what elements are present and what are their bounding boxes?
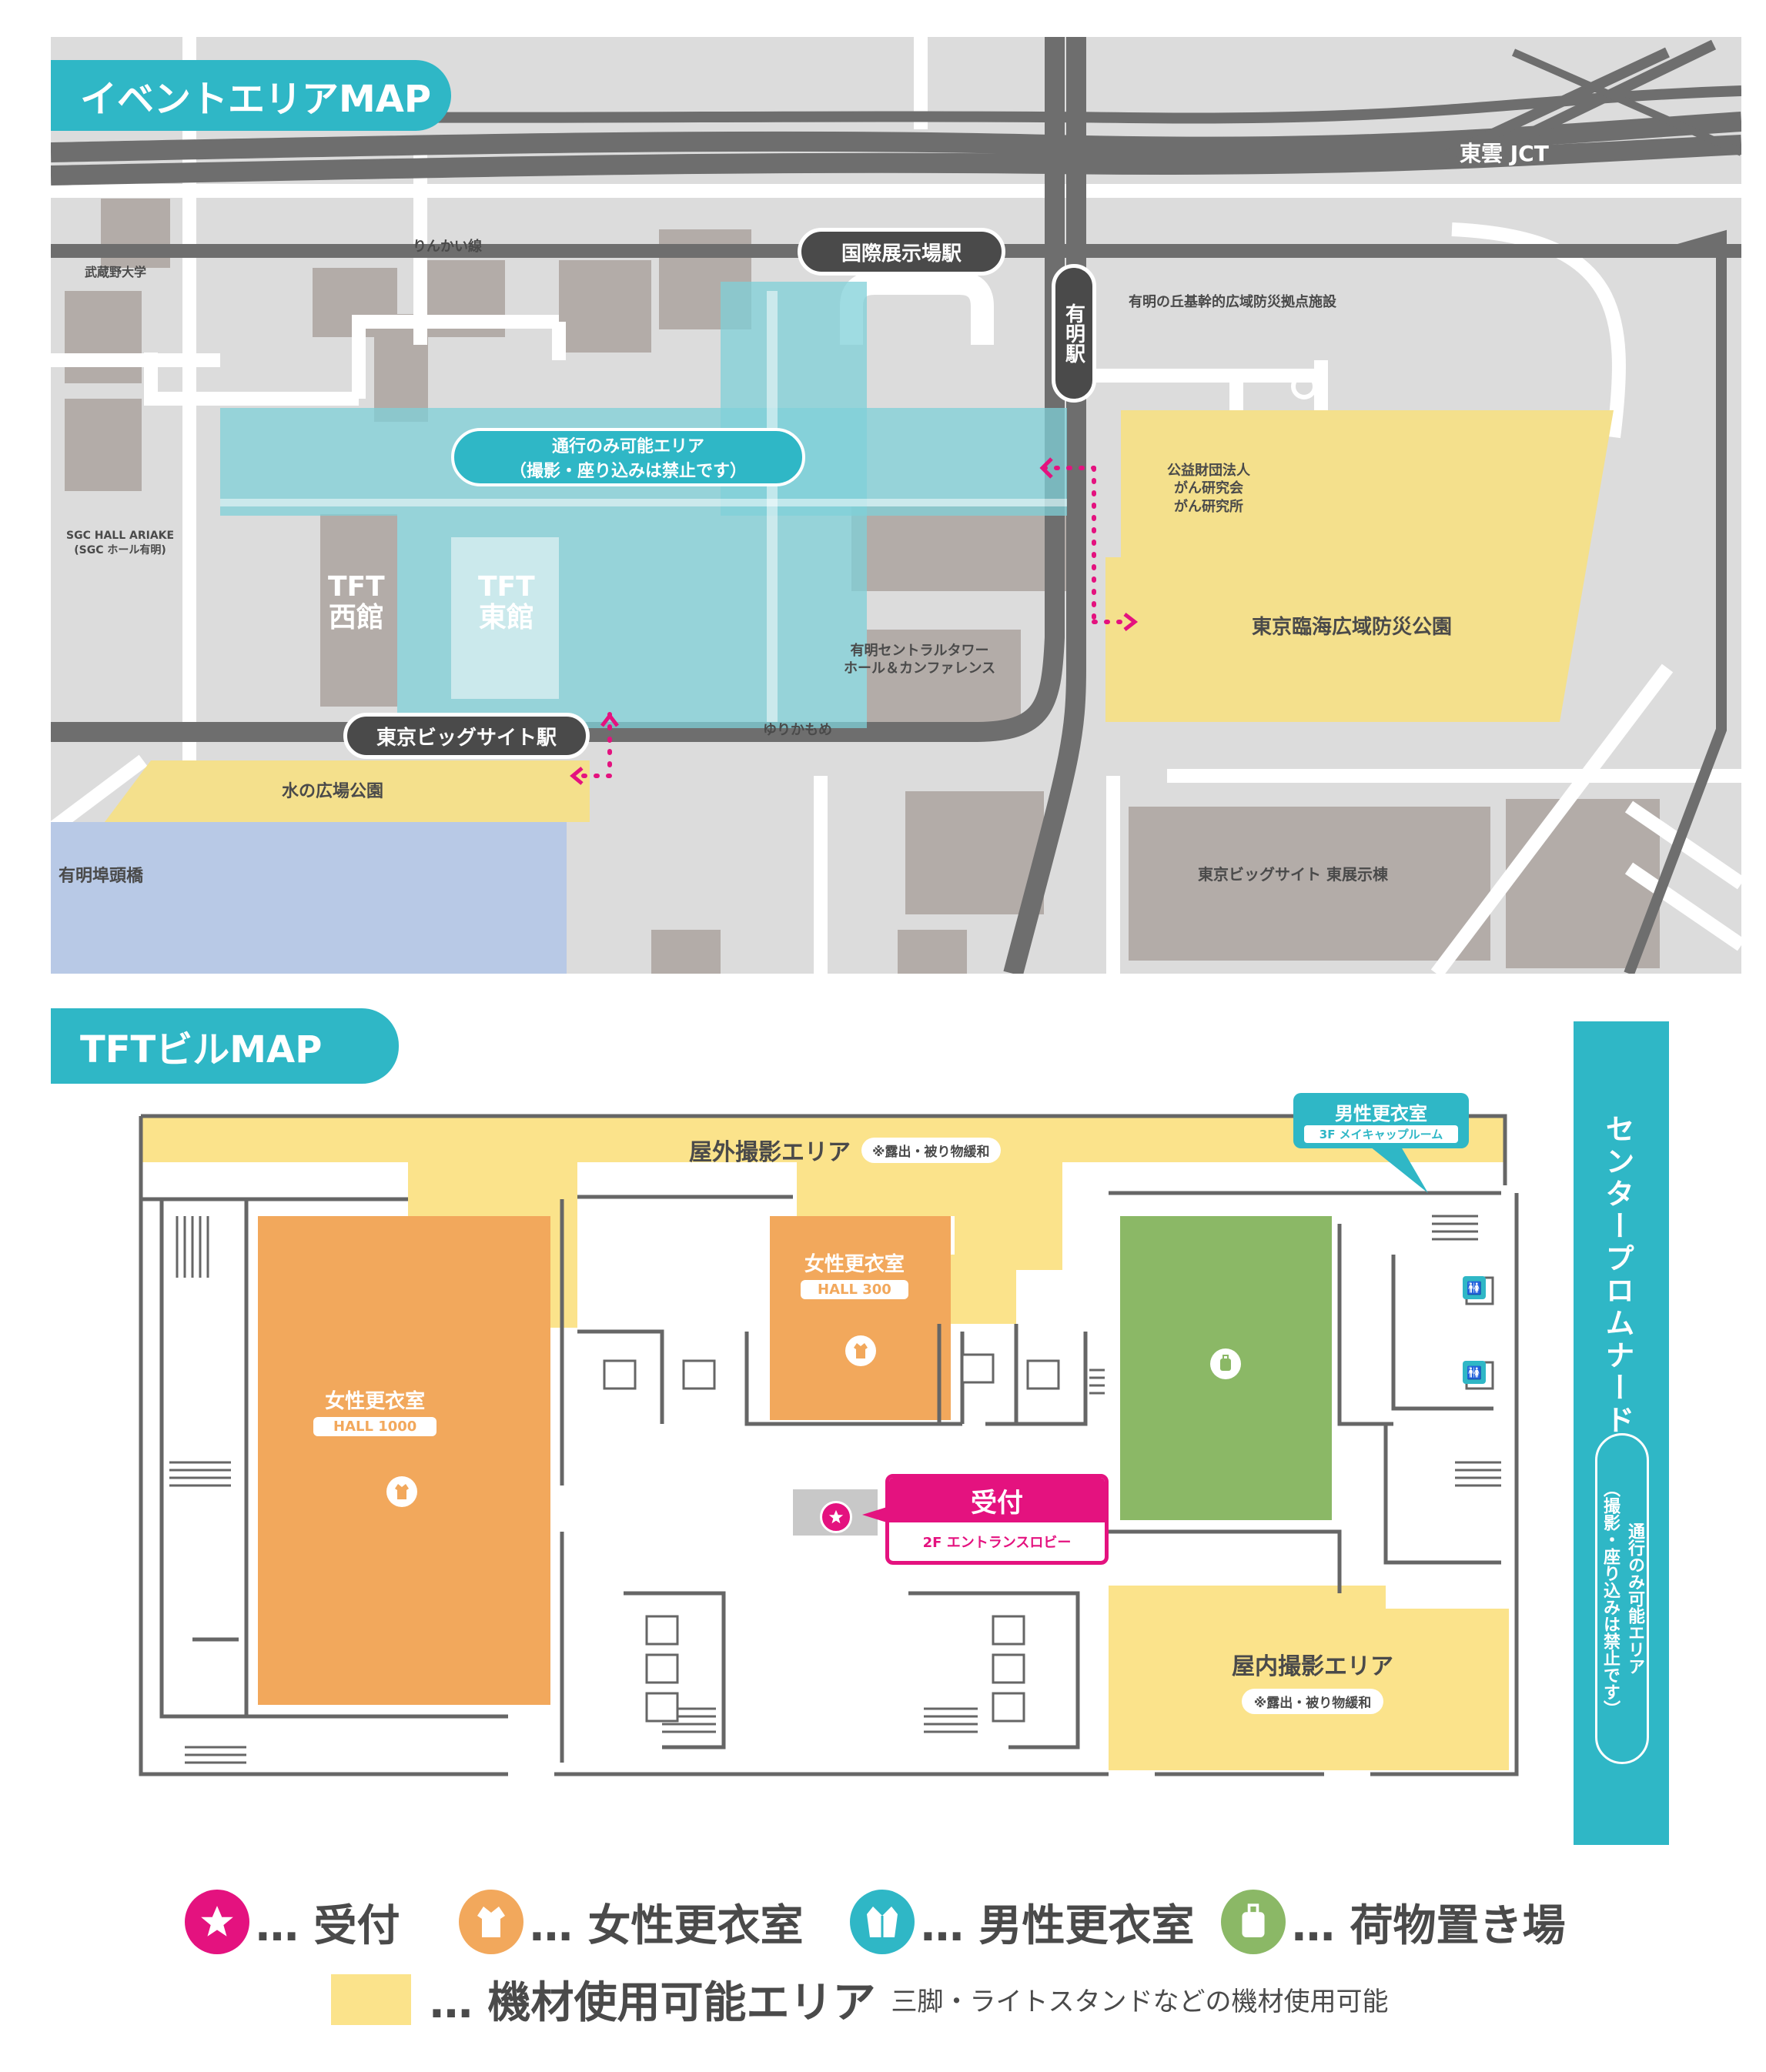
promenade-label: センタープロムナード <box>1600 1114 1634 1437</box>
reception-tag[interactable]: 受付 2F エントランスロビー <box>885 1474 1109 1565</box>
indoor-area: 屋内撮影エリア ※露出・被り物緩和 <box>1232 1647 1393 1714</box>
outdoor-area-label: 屋外撮影エリア <box>689 1139 851 1166</box>
legend-luggage: … 荷物置き場 <box>1221 1890 1566 1954</box>
hall300-sub: HALL 300 <box>801 1280 908 1299</box>
mens-room-title: 男性更衣室 <box>1335 1103 1427 1125</box>
hall1000-title: 女性更衣室 <box>325 1390 426 1413</box>
legend-equipment-area: … 機材使用可能エリア 三脚・ライトスタンドなどの機材使用可能 <box>331 1968 1389 2030</box>
star-icon <box>185 1890 249 1954</box>
toilet-icon: 🚻 <box>1463 1361 1486 1384</box>
ariake-station-label[interactable]: 有明駅 <box>1052 264 1096 403</box>
passage-area-line2: （撮影・座り込みは禁止です） <box>509 462 747 481</box>
rinkai-line-label: りんかい線 <box>413 239 482 255</box>
mens-room-tag[interactable]: 男性更衣室 3F メイキャップルーム <box>1293 1093 1469 1148</box>
legend-mens-room: … 男性更衣室 <box>850 1890 1195 1954</box>
hall300-title: 女性更衣室 <box>804 1253 905 1276</box>
ariake-pier-label: 有明埠頭橋 <box>59 867 144 886</box>
event-area-map: 東雲 JCT りんかい線 国際展示場駅 有明駅 武蔵野大学 有明の丘基幹的広域防… <box>51 37 1741 974</box>
passage-area-label: 通行のみ可能エリア （撮影・座り込みは禁止です） <box>451 428 805 486</box>
promenade-note: 通行のみ可能エリア （撮影・座り込みは禁止です） <box>1595 1433 1649 1764</box>
reception-sub: 2F エントランスロビー <box>922 1535 1072 1551</box>
toilet-icon: 🚻 <box>1463 1276 1486 1299</box>
event-map-title: イベントエリアMAP <box>51 60 451 131</box>
legend-equipment-note: 三脚・ライトスタンドなどの機材使用可能 <box>891 1987 1389 2017</box>
mens-room-pointer <box>1370 1147 1428 1193</box>
legend-womens-room: … 女性更衣室 <box>459 1890 804 1954</box>
hall1000-dress-icon <box>386 1476 417 1507</box>
reception-pointer <box>862 1507 887 1522</box>
equipment-area-swatch <box>331 1973 411 2025</box>
tft-west-label: TFT 西館 <box>328 571 385 633</box>
passage-area-line1: 通行のみ可能エリア <box>551 437 704 456</box>
kokusai-station-label[interactable]: 国際展示場駅 <box>798 228 1005 276</box>
yurikamome-label: ゆりかもめ <box>763 722 832 738</box>
hall300-womens-room[interactable]: 女性更衣室 HALL 300 <box>801 1248 908 1299</box>
legend-mens-label: … 男性更衣室 <box>921 1900 1195 1951</box>
promenade-note-line1: 通行のみ可能エリア <box>1625 1522 1644 1675</box>
luggage-area-icon <box>1210 1348 1241 1379</box>
tft-east-label: TFT 東館 <box>478 571 535 633</box>
cancer-institute-label: 公益財団法人 がん研究会 がん研究所 <box>1167 463 1250 515</box>
mizu-park-label: 水の広場公園 <box>282 782 384 801</box>
musashino-univ-label: 武蔵野大学 <box>85 265 147 279</box>
reception-title: 受付 <box>889 1478 1105 1522</box>
promenade-note-line2: （撮影・座り込みは禁止です） <box>1600 1480 1620 1717</box>
sgc-hall-label: SGC HALL ARIAKE (SGC ホール有明) <box>66 530 175 556</box>
central-tower-label: 有明セントラルタワー ホール＆カンファレンス <box>844 643 996 677</box>
hall1000-womens-room[interactable]: 女性更衣室 HALL 1000 <box>313 1385 437 1436</box>
luggage-icon <box>1221 1890 1286 1954</box>
hall1000-sub: HALL 1000 <box>313 1417 437 1436</box>
dress-icon <box>459 1890 523 1954</box>
outdoor-area-note: ※露出・被り物緩和 <box>861 1137 1001 1163</box>
hall300-dress-icon <box>845 1335 876 1366</box>
tft-map-title: TFTビルMAP <box>51 1008 399 1084</box>
bigsight-station-label[interactable]: 東京ビッグサイト駅 <box>343 713 590 759</box>
center-promenade: センタープロムナード 通行のみ可能エリア （撮影・座り込みは禁止です） <box>1574 1021 1669 1845</box>
legend-womens-label: … 女性更衣室 <box>530 1900 804 1951</box>
legend-equipment-label: … 機材使用可能エリア <box>430 1978 876 2028</box>
indoor-area-note: ※露出・被り物緩和 <box>1241 1689 1384 1714</box>
event-map-base <box>51 37 1741 974</box>
tft-building-plan: 屋外撮影エリア ※露出・被り物緩和 女性更衣室 HALL 1000 女性更衣室 … <box>123 1093 1540 1778</box>
bigsight-east-label: 東京ビッグサイト 東展示棟 <box>1198 865 1388 884</box>
jct-label: 東雲 JCT <box>1460 141 1549 166</box>
suit-icon <box>850 1890 915 1954</box>
legend-reception-label: … 受付 <box>256 1900 400 1951</box>
ariake-oka-label: 有明の丘基幹的広域防災拠点施設 <box>1129 294 1336 310</box>
indoor-area-label: 屋内撮影エリア <box>1232 1653 1393 1680</box>
reception-star-icon <box>820 1501 852 1533</box>
outdoor-area: 屋外撮影エリア ※露出・被り物緩和 <box>689 1133 1001 1167</box>
disaster-park-label: 東京臨海広域防災公園 <box>1252 616 1453 639</box>
mens-room-sub: 3F メイキャップルーム <box>1303 1125 1459 1143</box>
legend-luggage-label: … 荷物置き場 <box>1292 1900 1566 1951</box>
legend-reception: … 受付 <box>185 1890 400 1954</box>
